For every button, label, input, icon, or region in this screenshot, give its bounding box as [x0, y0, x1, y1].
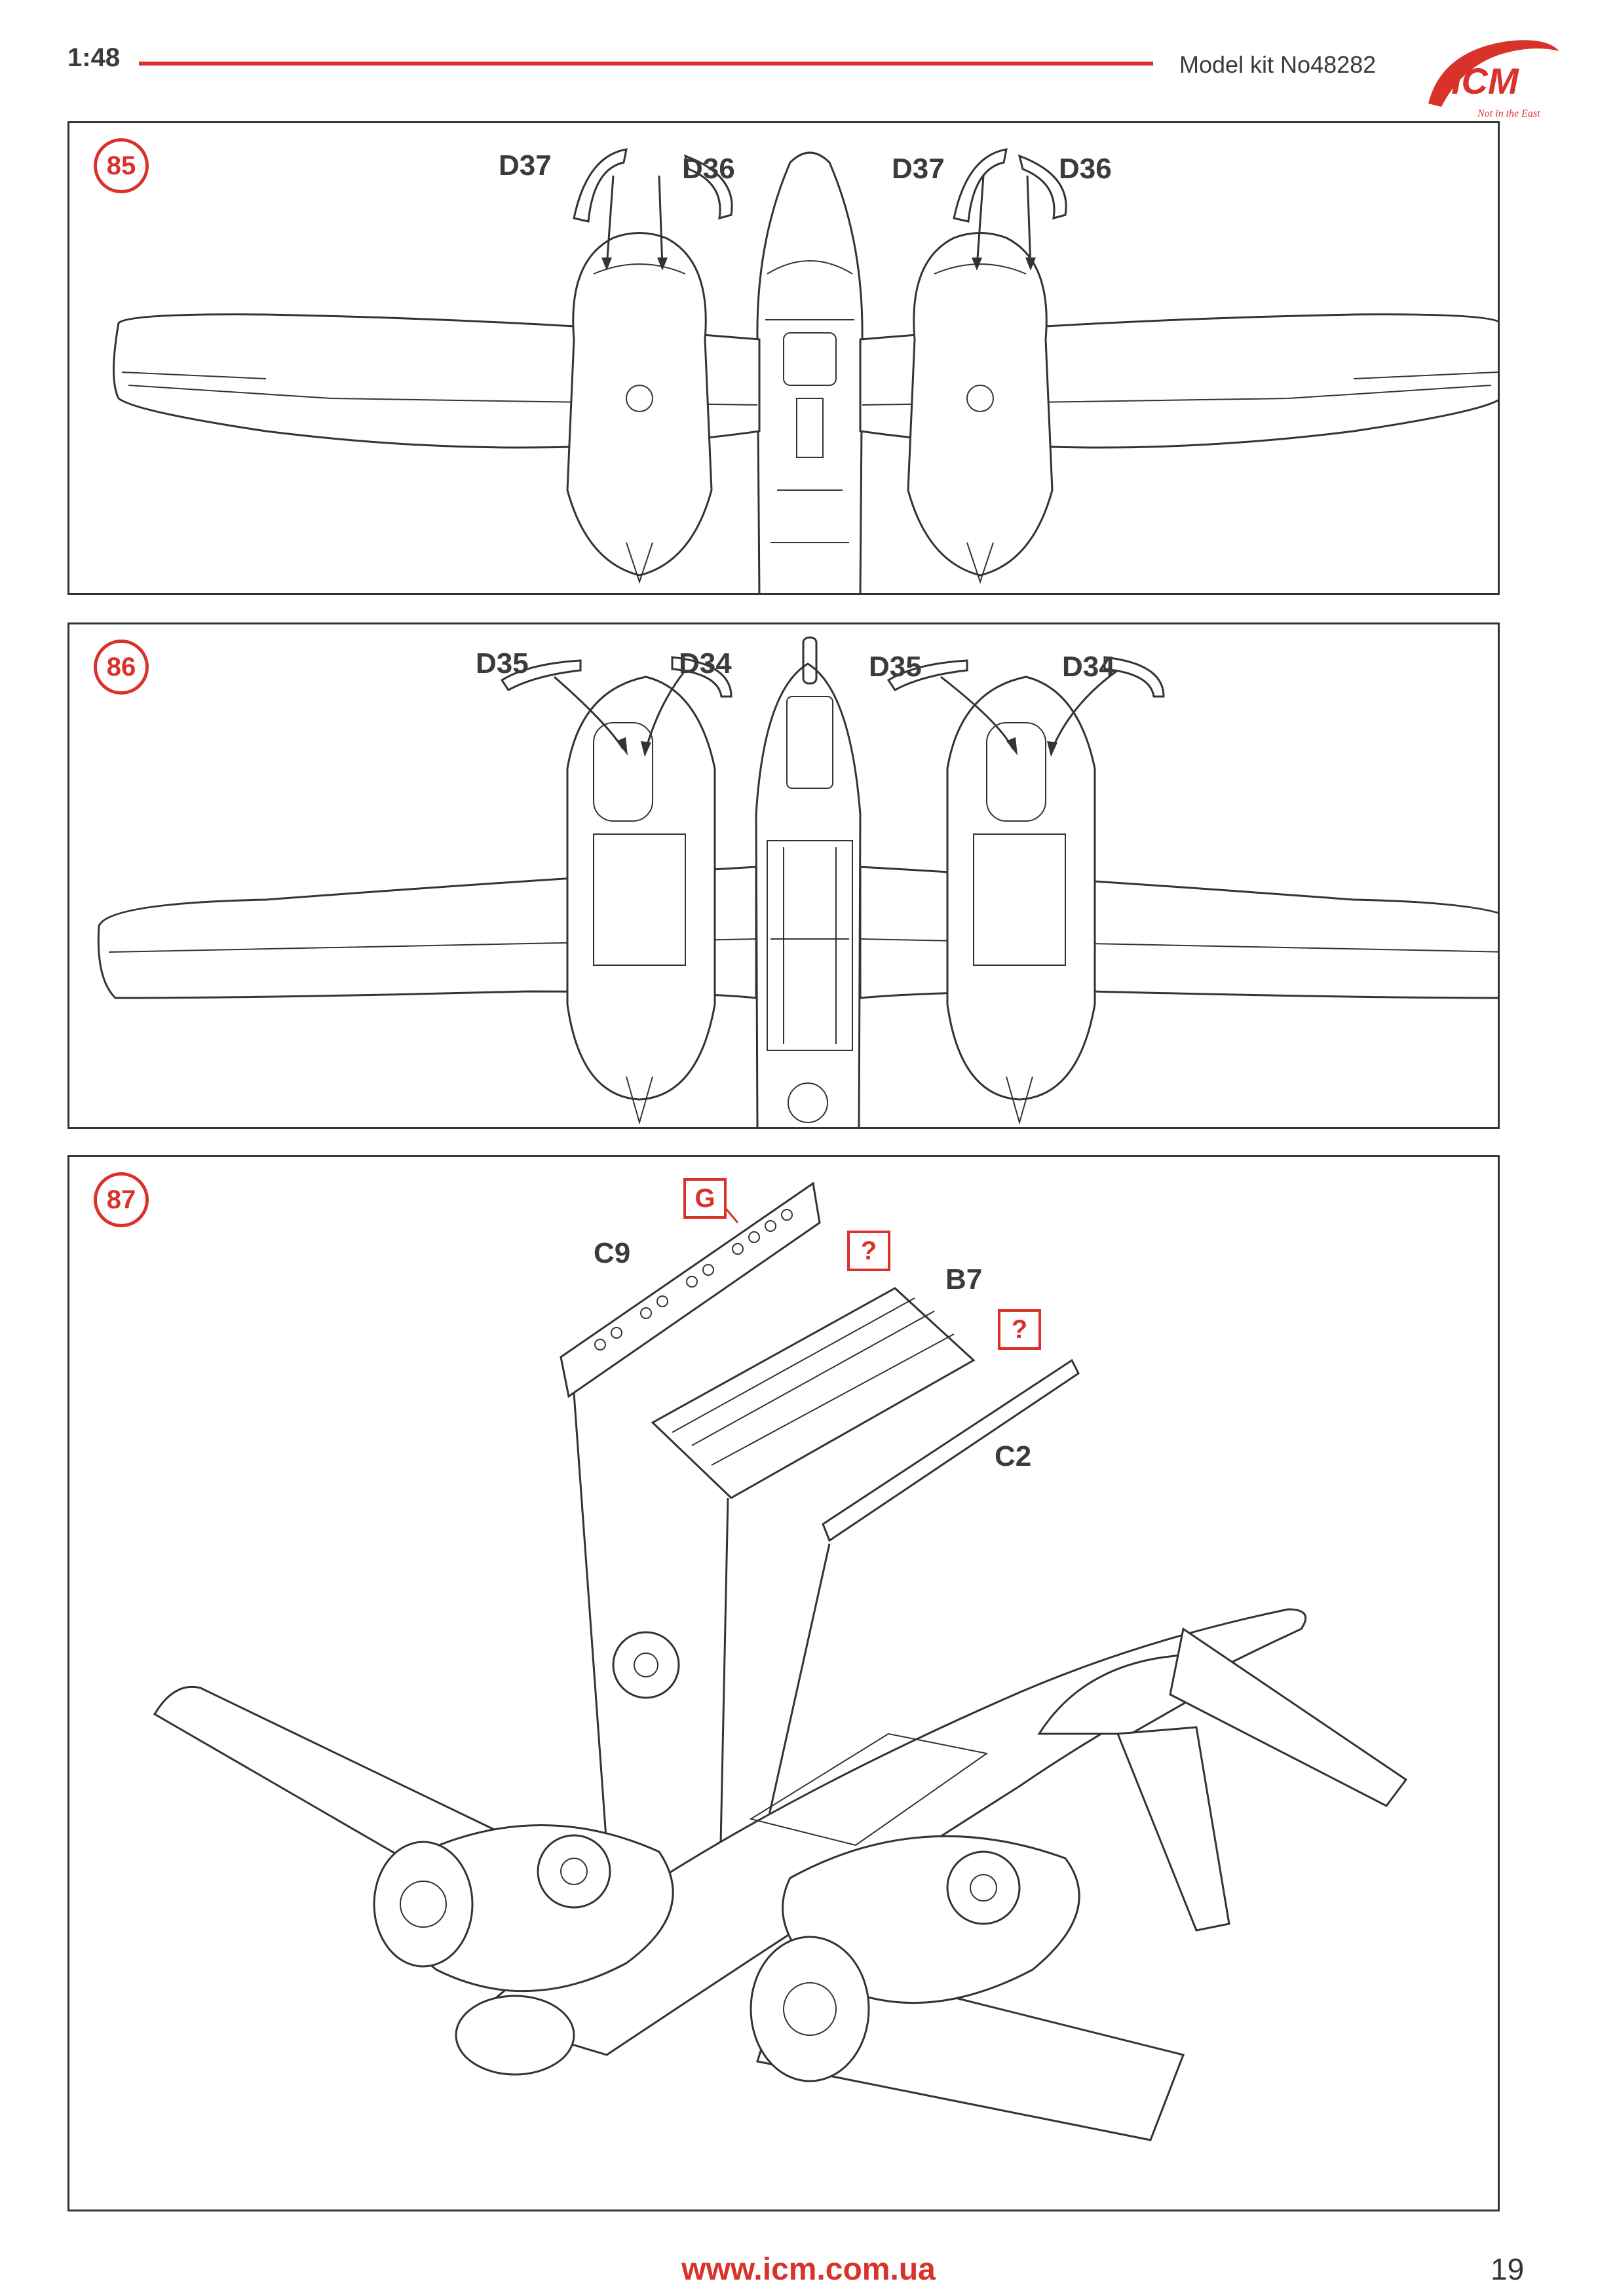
model-kit-number: Model kit No48282 [1179, 51, 1377, 78]
footer-url: www.icm.com.ua [681, 2252, 936, 2287]
callout-g: G [683, 1178, 727, 1219]
part-label-d36-right: D36 [1059, 153, 1112, 185]
svg-text:ICM: ICM [1451, 60, 1519, 102]
part-label-d37-right: D37 [892, 153, 945, 185]
part-label-d35-left: D35 [476, 647, 529, 679]
step-85-aircraft-top-drawing [113, 148, 1498, 593]
step-86-aircraft-bottom-drawing [97, 636, 1498, 1127]
scale-label: 1:48 [67, 43, 121, 72]
page-number: 19 [1491, 2252, 1525, 2286]
callout-question-2: ? [998, 1309, 1041, 1350]
callout-question-1: ? [847, 1231, 890, 1271]
part-label-b7: B7 [945, 1263, 983, 1295]
part-label-d37-left: D37 [499, 149, 552, 182]
step-87-panel: 87 G ? ? C9 B7 C2 [67, 1155, 1500, 2211]
step-86-badge: 86 [94, 640, 149, 695]
step-85-panel: 85 D37 D36 D37 D36 [67, 121, 1500, 595]
header-rule [139, 62, 1153, 66]
icm-logo: ICM Not in the East [1415, 25, 1566, 130]
part-label-d34-right: D34 [1062, 651, 1115, 683]
part-label-d34-left: D34 [679, 647, 732, 679]
part-label-c9: C9 [594, 1237, 631, 1269]
step-87-badge: 87 [94, 1172, 149, 1227]
part-label-d35-right: D35 [869, 651, 922, 683]
part-label-c2: C2 [995, 1440, 1032, 1472]
part-label-d36-left: D36 [682, 153, 735, 185]
step-87-aircraft-iso-drawing [153, 1181, 1408, 2141]
svg-text:Not in the East: Not in the East [1477, 108, 1540, 119]
step-86-panel: 86 D35 D34 D35 D34 [67, 622, 1500, 1129]
step-85-badge: 85 [94, 138, 149, 193]
